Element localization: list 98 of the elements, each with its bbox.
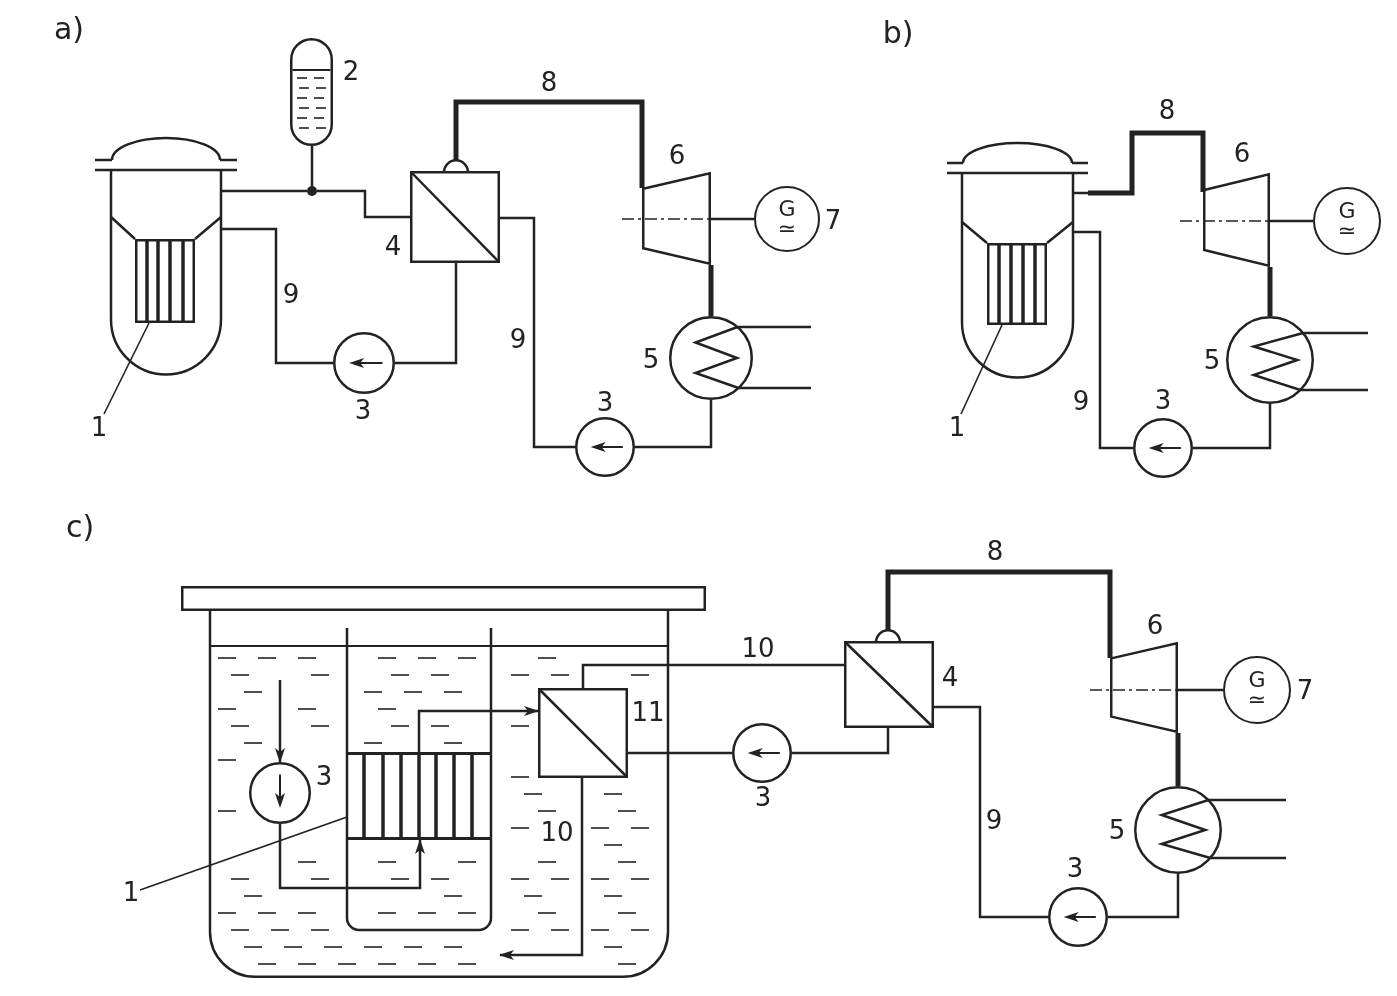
pump-symbol [575,417,635,477]
pipe-line [1088,130,1206,196]
pipe-line [753,386,811,390]
pipe-line [317,189,410,219]
pipe-line [1222,856,1286,860]
pipe-line [1314,331,1368,335]
panel-label: a) [53,14,85,44]
callout-number: 9 [1072,388,1090,414]
callout-number: 9 [282,281,300,307]
pipe-line [1108,874,1180,919]
pump-symbol [1133,418,1193,478]
pipe-line [885,569,1113,658]
ac-symbol: ≃ [1337,221,1357,241]
callout-number: 4 [384,233,402,259]
callout-number: 8 [1158,97,1176,123]
callout-number: 8 [540,69,558,95]
generator-letter: G [778,199,796,219]
fuel-core [136,239,194,323]
condenser-symbol [669,316,753,400]
callout-number: 11 [631,699,665,725]
generator-letter: G [1338,201,1356,221]
pipe-line [1193,404,1272,450]
pipe-line [1222,798,1286,802]
pipe-line [635,400,713,449]
callout-number: 3 [315,763,333,789]
panel-label: c) [65,512,95,542]
ac-symbol: ≃ [1247,690,1267,710]
pipe-line [1175,733,1181,786]
generator-symbol [1313,187,1381,255]
turbine-symbol [642,172,711,265]
pipe-line [934,705,1048,919]
callout-number: 5 [1108,817,1126,843]
flow-arrow [417,706,539,752]
callout-number: 3 [1066,855,1084,881]
flow-arrow [278,824,425,890]
callout-number: 2 [342,58,360,84]
callout-number: 6 [1233,140,1251,166]
callout-number: 10 [540,819,574,845]
callout-number: 3 [354,397,372,423]
pipe-line [237,227,333,365]
pipe-line [708,265,714,316]
junction-icon [307,186,317,196]
condenser-symbol [1226,316,1314,404]
shaft-line [1270,219,1313,223]
callout-number: 7 [824,207,842,233]
callout-number: 1 [948,414,966,440]
callout-number: 3 [754,784,772,810]
callout-number: 3 [1154,387,1172,413]
pipe-line [628,751,732,755]
pressurizer [290,38,333,146]
pump-symbol [1048,887,1108,947]
callout-number: 6 [1146,612,1164,638]
callout-number: 7 [1296,677,1314,703]
pipe-line [453,99,645,188]
pump-symbol [250,763,310,823]
fuel-core [988,243,1046,325]
pipe-line [753,325,811,329]
flow-arrow [499,778,584,960]
pump-symbol [333,332,395,394]
ac-symbol: ≃ [777,219,797,239]
heat-exchanger [539,689,627,777]
callout-number: 1 [90,414,108,440]
flow-arrow [275,680,285,763]
pipe-line [395,263,458,365]
turbine-symbol [1110,642,1178,733]
pipe-line [1267,267,1273,316]
callout-number: 6 [668,142,686,168]
pipe-line [310,146,314,186]
pipe-line [1088,230,1133,450]
callout-number: 1 [122,879,140,905]
pipe-line [581,663,844,688]
callout-number: 5 [642,346,660,372]
pipe-line [500,216,575,449]
callout-number: 8 [986,538,1004,564]
heat-exchanger [844,628,934,728]
callout-number: 3 [596,389,614,415]
leader-line [103,322,150,415]
condenser-symbol [1134,786,1222,874]
pump-symbol [732,723,792,783]
pipe-line [1314,388,1368,392]
callout-number: 9 [985,807,1003,833]
callout-number: 10 [741,635,775,661]
pipe-line [792,728,890,755]
generator-letter: G [1248,670,1266,690]
fuel-core [347,752,491,840]
callout-number: 5 [1203,347,1221,373]
generator-symbol [754,186,820,252]
panel-label: b) [882,18,914,48]
pipe-line [237,189,307,193]
leader-line [960,324,1003,415]
callout-number: 9 [509,326,527,352]
shaft-line [711,217,754,221]
generator-symbol [1223,656,1291,724]
heat-exchanger [410,158,500,263]
turbine-symbol [1203,173,1270,267]
callout-number: 4 [941,664,959,690]
shaft-line [1178,688,1223,692]
leader-line [139,816,348,891]
